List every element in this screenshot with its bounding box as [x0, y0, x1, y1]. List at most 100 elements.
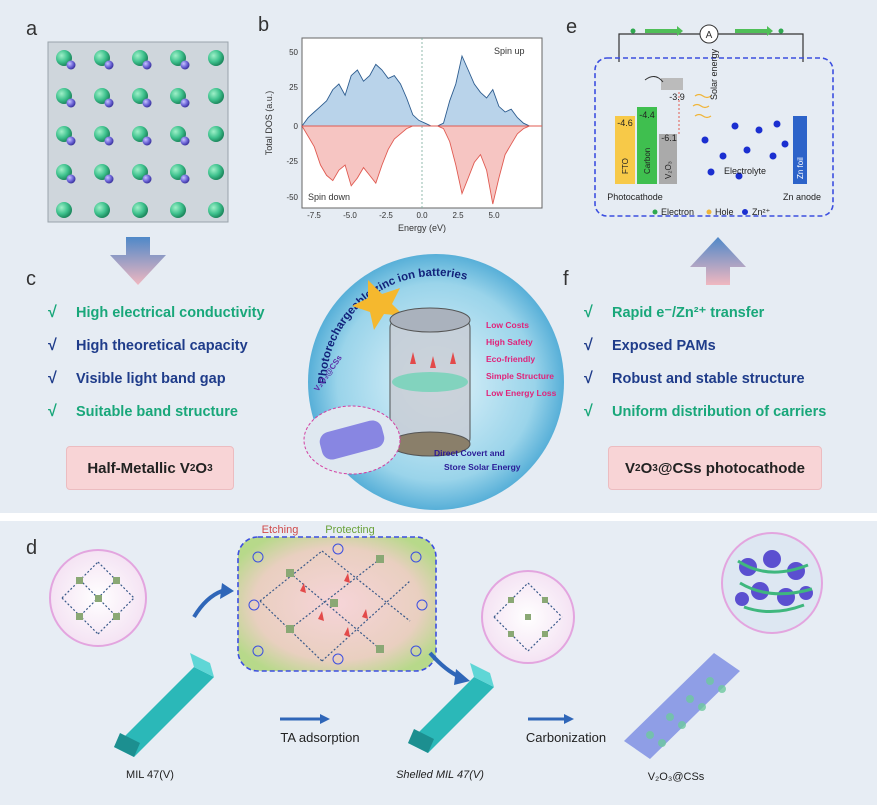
o-atom — [180, 98, 190, 108]
ytick-0: 0 — [294, 122, 299, 131]
level-cb: -3.9 — [669, 92, 685, 102]
sunlight-rays — [692, 93, 712, 119]
o-atom — [142, 136, 152, 146]
v-atom — [208, 126, 224, 142]
layer-fto: FTO — [621, 158, 630, 174]
panel-f-list: √Rapid e⁻/Zn²⁺ transfer √Exposed PAMs √R… — [584, 296, 826, 428]
advantage-item-1: √Rapid e⁻/Zn²⁺ transfer — [584, 303, 765, 321]
level-vb: -6.1 — [661, 133, 677, 143]
v2o3-layer — [659, 134, 677, 184]
ytick-neg25: -25 — [286, 157, 298, 166]
o-atom — [180, 60, 190, 70]
battery-top — [389, 307, 471, 333]
layer-v2o3: V₂O₃ — [664, 161, 673, 179]
xtick-3: -2.5 — [379, 211, 393, 220]
o-atom — [142, 60, 152, 70]
photocathode-label: Photocathode — [607, 192, 663, 202]
panel-label-b: b — [258, 14, 270, 36]
legend-zn: Zn²⁺ — [752, 207, 771, 217]
dos-chart: Spin up Spin down 50 25 0 -25 -50 -7.5 -… — [264, 37, 543, 233]
spin-down-label: Spin down — [308, 192, 350, 202]
device-schematic: A -4.6 -4.4 -3.9 -6.1 FTO Carbon V₂O₃ So… — [594, 24, 834, 217]
electron-flow-arrow-right — [735, 26, 773, 36]
panel-label-a: a — [26, 18, 38, 40]
advantage-item-2: √Exposed PAMs — [584, 336, 716, 354]
etched-nodes — [286, 555, 384, 653]
mil47-label: MIL 47(V) — [126, 769, 174, 781]
o-atom — [104, 98, 114, 108]
v-atom — [132, 202, 148, 218]
zn-foil-label: Zn foil — [796, 157, 805, 179]
protecting-label: Protecting — [325, 524, 375, 536]
o-atom — [104, 136, 114, 146]
benefit-5: Low Energy Loss — [486, 388, 557, 398]
etching-label: Etching — [262, 524, 299, 536]
feature-item-2: √High theoretical capacity — [48, 336, 248, 354]
panel-label-d: d — [26, 537, 38, 559]
panel-label-f: f — [563, 268, 569, 290]
v2o3-rod — [624, 653, 740, 759]
bottom-text-2: Store Solar Energy — [444, 462, 521, 472]
down-arrow-a — [110, 237, 166, 285]
solar-energy-label: Solar energy — [709, 48, 719, 100]
advantage-item-3: √Robust and stable structure — [584, 369, 805, 387]
layer-carbon: Carbon — [643, 148, 652, 174]
ammeter-label: A — [706, 30, 713, 41]
etched-lattice-lines — [259, 550, 411, 662]
product-label: V₂O₃@CSs — [648, 771, 705, 783]
zn-foil — [793, 116, 807, 184]
o-atom — [104, 174, 114, 184]
xtick-5: 2.5 — [452, 211, 464, 220]
benefit-4: Simple Structure — [486, 371, 554, 381]
v2o3-rod-carbon — [646, 677, 726, 747]
fto-layer — [615, 116, 635, 184]
electrolyte-label: Electrolyte — [724, 166, 766, 176]
mil47-prism — [114, 667, 214, 757]
feature-item-4: √Suitable band structure — [48, 402, 238, 420]
v-atom — [94, 202, 110, 218]
panel-label-c: c — [26, 268, 36, 290]
spin-up-curve — [301, 54, 542, 127]
feature-item-3: √Visible light band gap — [48, 369, 226, 387]
v-atom — [208, 164, 224, 180]
legend-hole: Hole — [715, 207, 734, 217]
curved-arrow-1 — [192, 589, 223, 619]
o-atom — [66, 136, 76, 146]
xtick-6: 5.0 — [488, 211, 500, 220]
v-atom — [170, 202, 186, 218]
o-atom — [66, 174, 76, 184]
o-atom — [142, 174, 152, 184]
ammeter — [699, 24, 719, 44]
xtick-2: -5.0 — [343, 211, 357, 220]
ytick-25: 25 — [289, 83, 298, 92]
v2o3-particles — [319, 420, 385, 460]
zn-ions — [701, 120, 789, 180]
sun-star-icon — [352, 280, 404, 330]
benefit-2: High Safety — [486, 337, 533, 347]
shelled-mil47-prism — [408, 677, 494, 753]
carbon-layer — [637, 107, 657, 184]
o-atom — [142, 98, 152, 108]
synthesis-schematic: MIL 47(V) Etching Protecting TA adsorpti… — [49, 524, 823, 783]
benefit-1: Low Costs — [486, 320, 529, 330]
electron-flow-arrow-left — [645, 26, 683, 36]
panel-label-e: e — [566, 16, 578, 38]
spin-up-label: Spin up — [494, 46, 525, 56]
ta-molecules — [248, 543, 428, 665]
carbonization-label: Carbonization — [526, 730, 606, 745]
ion-arrows — [410, 352, 456, 368]
electron-transfer-curve — [644, 76, 664, 83]
panel-c-list: √High electrical conductivity √High theo… — [48, 296, 265, 428]
v-atom — [208, 88, 224, 104]
v2o3-band-top — [661, 78, 683, 90]
zn-anode-label: Zn anode — [783, 192, 821, 202]
dos-xlabel: Energy (eV) — [398, 223, 446, 233]
legend-electron: Electron — [661, 207, 694, 217]
battery-separator — [392, 372, 468, 392]
o-atom — [104, 60, 114, 70]
mof-nodes-1 — [76, 577, 120, 620]
ta-adsorption-label: TA adsorption — [280, 730, 359, 745]
advantage-item-4: √Uniform distribution of carriers — [584, 402, 827, 420]
v2o3-zoom-carbon — [737, 559, 813, 613]
crystal-atoms — [56, 50, 224, 218]
